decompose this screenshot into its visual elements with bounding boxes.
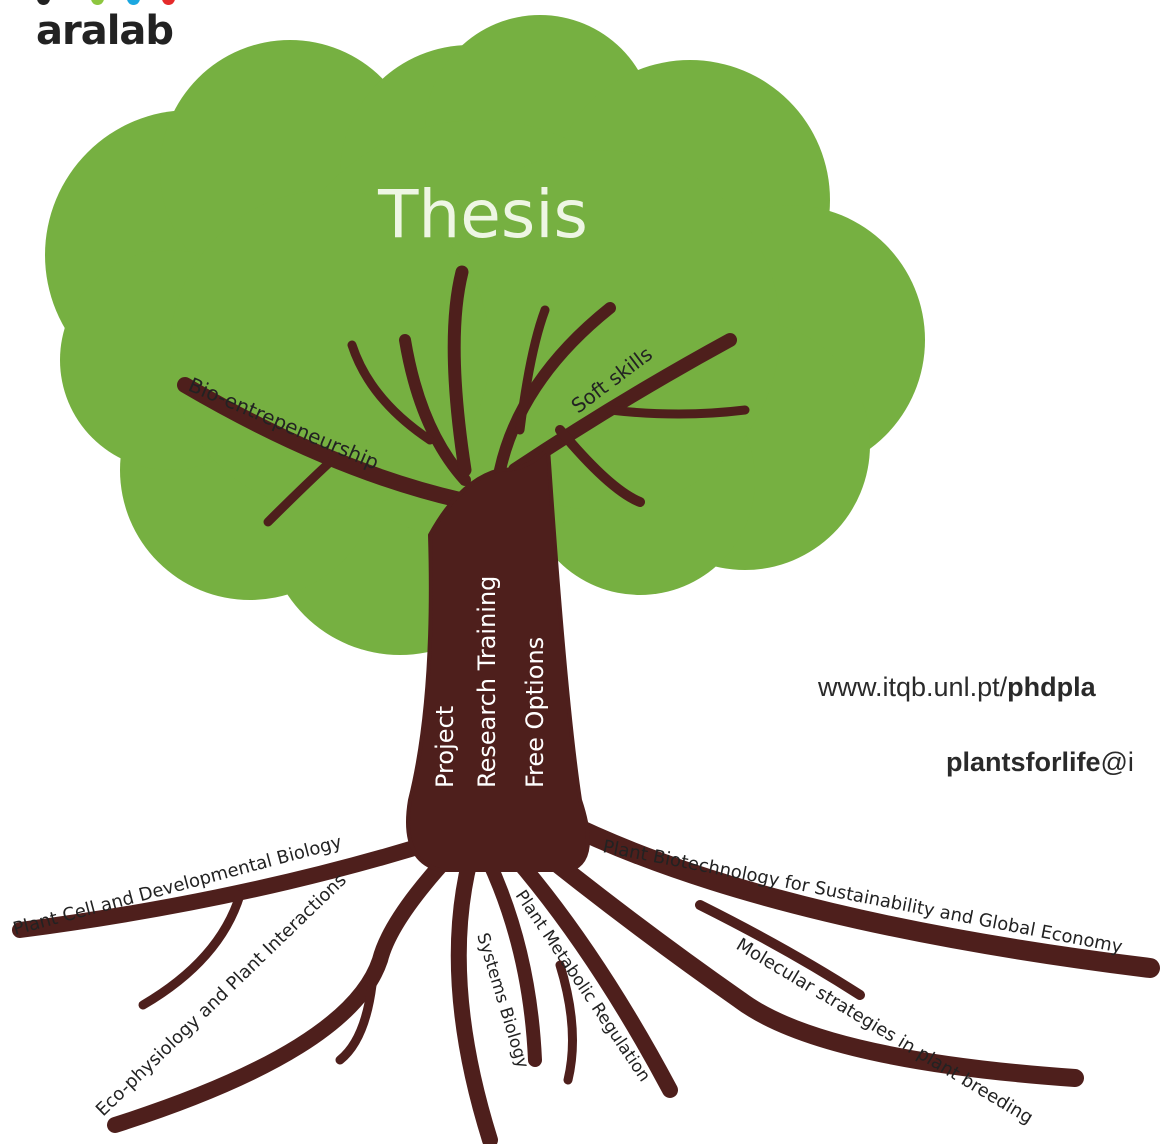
aralab-logo: aralab	[0, 0, 200, 70]
contact-email[interactable]: plantsforlife@i	[946, 747, 1134, 778]
contact-email-bold: plantsforlife	[946, 747, 1101, 777]
contact-url-prefix: www.itqb.unl.pt/	[818, 672, 1008, 702]
contact-url[interactable]: www.itqb.unl.pt/phdpla	[818, 672, 1096, 703]
canopy	[45, 15, 925, 655]
trunk-and-roots	[12, 265, 1160, 1144]
contact-email-rest: @i	[1100, 747, 1134, 777]
canopy-title: Thesis	[377, 176, 588, 253]
logo-text: aralab	[36, 8, 174, 54]
contact-url-bold: phdpla	[1007, 672, 1096, 702]
logo-dot-red	[162, 0, 175, 5]
trunk-label-project: Project	[431, 706, 459, 788]
trunk-label-free-options: Free Options	[521, 637, 549, 788]
root-label-plant-biotechnology: Plant Biotechnology for Sustainability a…	[601, 836, 1124, 958]
logo-dot-black	[37, 0, 50, 5]
logo-dot-green	[91, 0, 104, 5]
trunk-label-research-training: Research Training	[473, 576, 501, 788]
logo-dot-blue	[127, 0, 140, 5]
